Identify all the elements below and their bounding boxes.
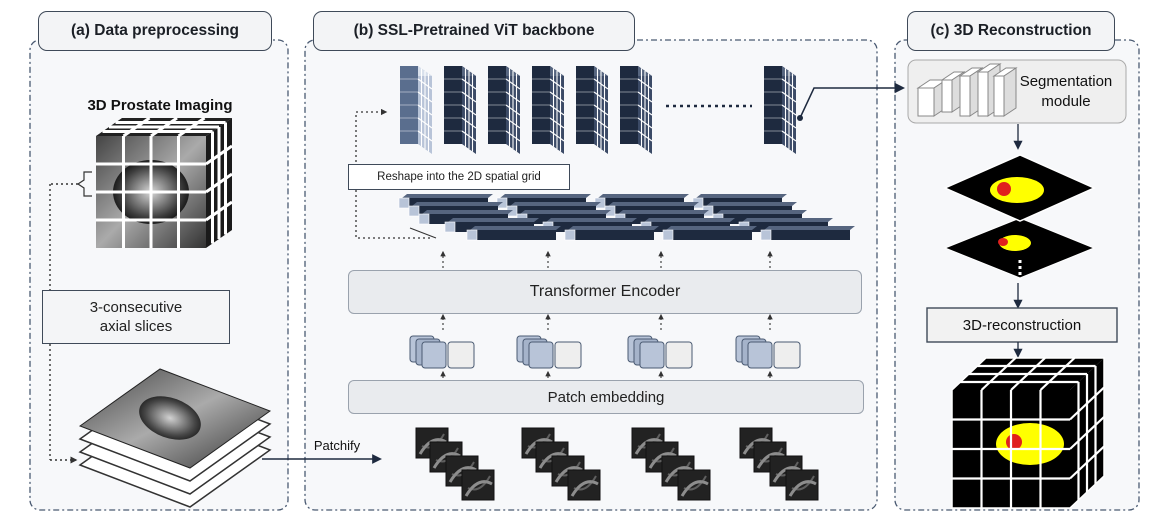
- segmentation-label-line1: Segmentation: [1019, 73, 1113, 90]
- panel-a-title: (a) Data preprocessing: [38, 11, 272, 51]
- slices-label-box: 3-consecutive axial slices: [42, 290, 230, 344]
- embedding-token-group: [627, 335, 693, 369]
- patch-stack: [739, 427, 819, 501]
- segmentation-label-line2: module: [1041, 93, 1091, 110]
- reconstruction-label: 3D-reconstruction: [962, 316, 1082, 334]
- patch-stack: [521, 427, 601, 501]
- token-bar: [564, 226, 659, 241]
- slices-label-line2: axial slices: [99, 318, 173, 335]
- reconstructed-volume-cube: [951, 357, 1105, 509]
- reshaped-feature-grids: [400, 66, 797, 154]
- prostate-volume-cube: [96, 116, 233, 248]
- reshape-label: Reshape into the 2D spatial grid: [377, 171, 541, 183]
- reshape-label-box: Reshape into the 2D spatial grid: [348, 164, 570, 190]
- segmentation-unet-icon: [916, 63, 1018, 117]
- slices-label-line1: 3-consecutive: [89, 299, 183, 316]
- embedding-token-group: [516, 335, 582, 369]
- imaging-label: 3D Prostate Imaging: [87, 96, 233, 114]
- axial-slices-stack: [78, 368, 272, 508]
- patch-embedding-box: Patch embedding: [348, 380, 864, 414]
- feature-grid: [444, 66, 477, 154]
- patch-image-stacks: [415, 427, 819, 501]
- feature-grid: [488, 66, 521, 154]
- token-sequence-bars: [398, 194, 855, 241]
- panel-c-title: (c) 3D Reconstruction: [907, 11, 1115, 51]
- token-bar: [466, 226, 561, 241]
- token-bar: [760, 226, 855, 241]
- feature-grid: [532, 66, 565, 154]
- transformer-label: Transformer Encoder: [529, 283, 681, 300]
- segmentation-label: Segmentation module: [1008, 70, 1124, 114]
- feature-grid: [400, 66, 433, 154]
- embedding-token-group: [735, 335, 801, 369]
- reconstruction-box: [926, 307, 1118, 343]
- slice-selection-connector: [49, 183, 78, 464]
- grid-output-dot: [797, 115, 803, 121]
- patch-stack: [415, 427, 495, 501]
- embedding-arrows: [440, 313, 773, 378]
- token-bracket: [409, 227, 437, 239]
- patch-stack: [631, 427, 711, 501]
- transformer-encoder-box: Transformer Encoder: [348, 270, 862, 314]
- features-to-segmentation-arrow: [799, 82, 906, 119]
- token-bar: [662, 226, 757, 241]
- feature-grid: [764, 66, 797, 154]
- segmentation-maps: [943, 154, 1096, 280]
- feature-grid: [576, 66, 609, 154]
- feature-grid: [620, 66, 653, 154]
- embedding-tokens: [409, 335, 801, 369]
- patchify-label: Patchify: [313, 437, 361, 453]
- embedding-token-group: [409, 335, 475, 369]
- patch-embedding-label: Patch embedding: [547, 388, 665, 406]
- panel-b-title: (b) SSL-Pretrained ViT backbone: [313, 11, 635, 51]
